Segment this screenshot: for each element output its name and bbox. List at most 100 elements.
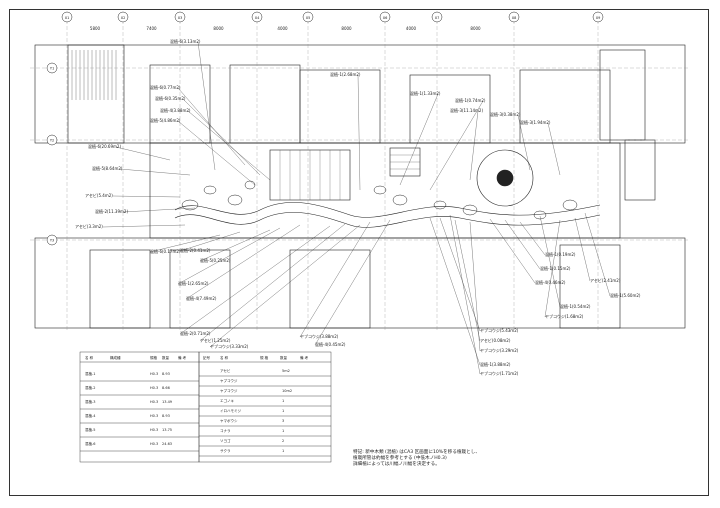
plant-label: 混植-1(2.65m2) bbox=[178, 280, 209, 286]
species-row-qty: 1 bbox=[282, 409, 284, 413]
dimension-value: 5800 bbox=[90, 26, 101, 31]
legend-row-spec: H0.3 bbox=[150, 400, 158, 404]
grid-axis-bubble bbox=[379, 11, 391, 23]
dimension-value: 7400 bbox=[146, 26, 157, 31]
grid-axis-bubble bbox=[431, 11, 443, 23]
leader-line bbox=[469, 110, 479, 181]
legend-row-spec: H0.3 bbox=[150, 414, 158, 418]
leader-line bbox=[547, 122, 561, 176]
legend-row-name: 混植-1 bbox=[85, 371, 96, 376]
species-row-name: ヤブコウジ bbox=[220, 378, 238, 383]
legend-row-spec: H0.3 bbox=[150, 428, 158, 432]
building-top bbox=[34, 44, 686, 144]
grid-axis-label: X1 bbox=[65, 16, 70, 20]
dimension-value: 8000 bbox=[341, 26, 352, 31]
room-top-2 bbox=[229, 64, 301, 144]
species-row-qty: 1 bbox=[282, 399, 284, 403]
leader-line bbox=[179, 231, 241, 252]
plant-label: 混植-6(3.13m2) bbox=[170, 38, 201, 44]
leader-line bbox=[429, 217, 481, 366]
leader-line bbox=[122, 207, 196, 213]
plant-label: 混植-1(0.54m2) bbox=[560, 303, 591, 309]
notes: 特記: 新中木類 (混植) はCA3 区画面に10%を移る植栽とし、 植栽所管は… bbox=[353, 450, 553, 468]
leader-line bbox=[574, 217, 591, 282]
grid-axis-label: X2 bbox=[121, 16, 126, 20]
species-table-header: 備 考 bbox=[300, 355, 309, 360]
plant-label: 混植-4(7.49m2) bbox=[186, 295, 217, 301]
species-table-frame bbox=[198, 351, 332, 463]
plant-label: アセビ(3.3m2) bbox=[75, 223, 103, 229]
legend-row-qty: 13.49 bbox=[162, 400, 172, 404]
building-bottom-outline bbox=[34, 237, 686, 329]
plant-label: アセビ(0.08m2) bbox=[480, 337, 511, 343]
leader-line bbox=[112, 195, 181, 198]
leader-line bbox=[544, 219, 561, 318]
dimension-value: 4000 bbox=[277, 26, 288, 31]
species-row-name: エゴノキ bbox=[220, 398, 234, 403]
grid-axis-label: X7 bbox=[435, 16, 440, 20]
room-bottom-2 bbox=[169, 249, 231, 329]
dimension-value: 4000 bbox=[406, 26, 417, 31]
row-axis-bubble bbox=[46, 134, 58, 146]
row-axis-bubble bbox=[46, 62, 58, 74]
species-row-name: アセビ bbox=[220, 368, 231, 373]
species-row-name: ソヨゴ bbox=[220, 438, 231, 443]
room-bottom-4 bbox=[559, 244, 621, 329]
grid-axis-bubble bbox=[61, 11, 73, 23]
grid-axis-bubble bbox=[174, 11, 186, 23]
legend-row-name: 混植-6 bbox=[85, 441, 96, 446]
building-bottom bbox=[34, 139, 686, 329]
species-table-header: 記号 bbox=[203, 355, 210, 360]
species-row-qty: 1 bbox=[282, 449, 284, 453]
legend-row-name: 混植-4 bbox=[85, 413, 96, 418]
legend-row-qty: 8.93 bbox=[162, 414, 170, 418]
plant-label: 混植-4(3.88m2) bbox=[160, 107, 191, 113]
plant-label: アセビ(2.41m2) bbox=[590, 277, 621, 283]
stream-path-2 bbox=[174, 212, 601, 228]
plant-label: 混植-1(1.33m2) bbox=[410, 90, 441, 96]
grid-lines bbox=[30, 20, 690, 330]
legend-table-frame bbox=[79, 351, 200, 463]
species-table-header: 数量 bbox=[280, 355, 288, 360]
species-row-qty: 1 bbox=[282, 429, 284, 433]
legend-row-name: 混植-5 bbox=[85, 427, 96, 432]
grid-axis-label: X5 bbox=[306, 16, 311, 20]
leader-line bbox=[185, 224, 301, 300]
leader-line bbox=[199, 229, 271, 262]
room-top-3 bbox=[299, 69, 381, 144]
species-row-qty: 3 bbox=[282, 419, 284, 423]
grid-axis-label: X4 bbox=[255, 16, 260, 20]
species-row-name: サクラ bbox=[220, 448, 231, 453]
plant-label: 混植-2(0.41m2) bbox=[180, 247, 211, 253]
dimension-value: 8000 bbox=[470, 26, 481, 31]
plant-label: 混植-3(11.14m2) bbox=[450, 107, 483, 113]
plant-label: ヤブコウジ(3.88m2) bbox=[300, 333, 339, 339]
leader-line bbox=[489, 218, 536, 284]
plant-label: 混植-3(1.94m2) bbox=[520, 119, 551, 125]
leader-line bbox=[177, 120, 256, 186]
grid-axis-bubble bbox=[508, 11, 520, 23]
leader-line bbox=[199, 223, 346, 342]
leader-line bbox=[197, 41, 216, 171]
leader-line bbox=[177, 227, 281, 285]
plant-label: アセビ(5.4m2) bbox=[85, 192, 113, 198]
legend-row-qty: 24.63 bbox=[162, 442, 172, 446]
leader-line bbox=[539, 215, 561, 308]
leader-line bbox=[314, 219, 391, 346]
plant-label: アセビ(1.25m2) bbox=[200, 337, 231, 343]
row-axis-label: Y3 bbox=[50, 239, 54, 243]
row-axis-label: Y2 bbox=[50, 139, 54, 143]
leader-line bbox=[209, 224, 361, 348]
plant-label: 混植-3(0.38m2) bbox=[490, 111, 521, 117]
stair-hatching bbox=[71, 50, 117, 100]
leader-line bbox=[182, 98, 261, 176]
leader-line bbox=[399, 93, 439, 186]
legend-row-spec: H0.3 bbox=[150, 372, 158, 376]
leader-line bbox=[429, 100, 484, 191]
legend-row-spec: H0.3 bbox=[150, 386, 158, 390]
plant-label: 混植-6(0.77m2) bbox=[150, 84, 181, 90]
leader-line bbox=[454, 219, 481, 342]
